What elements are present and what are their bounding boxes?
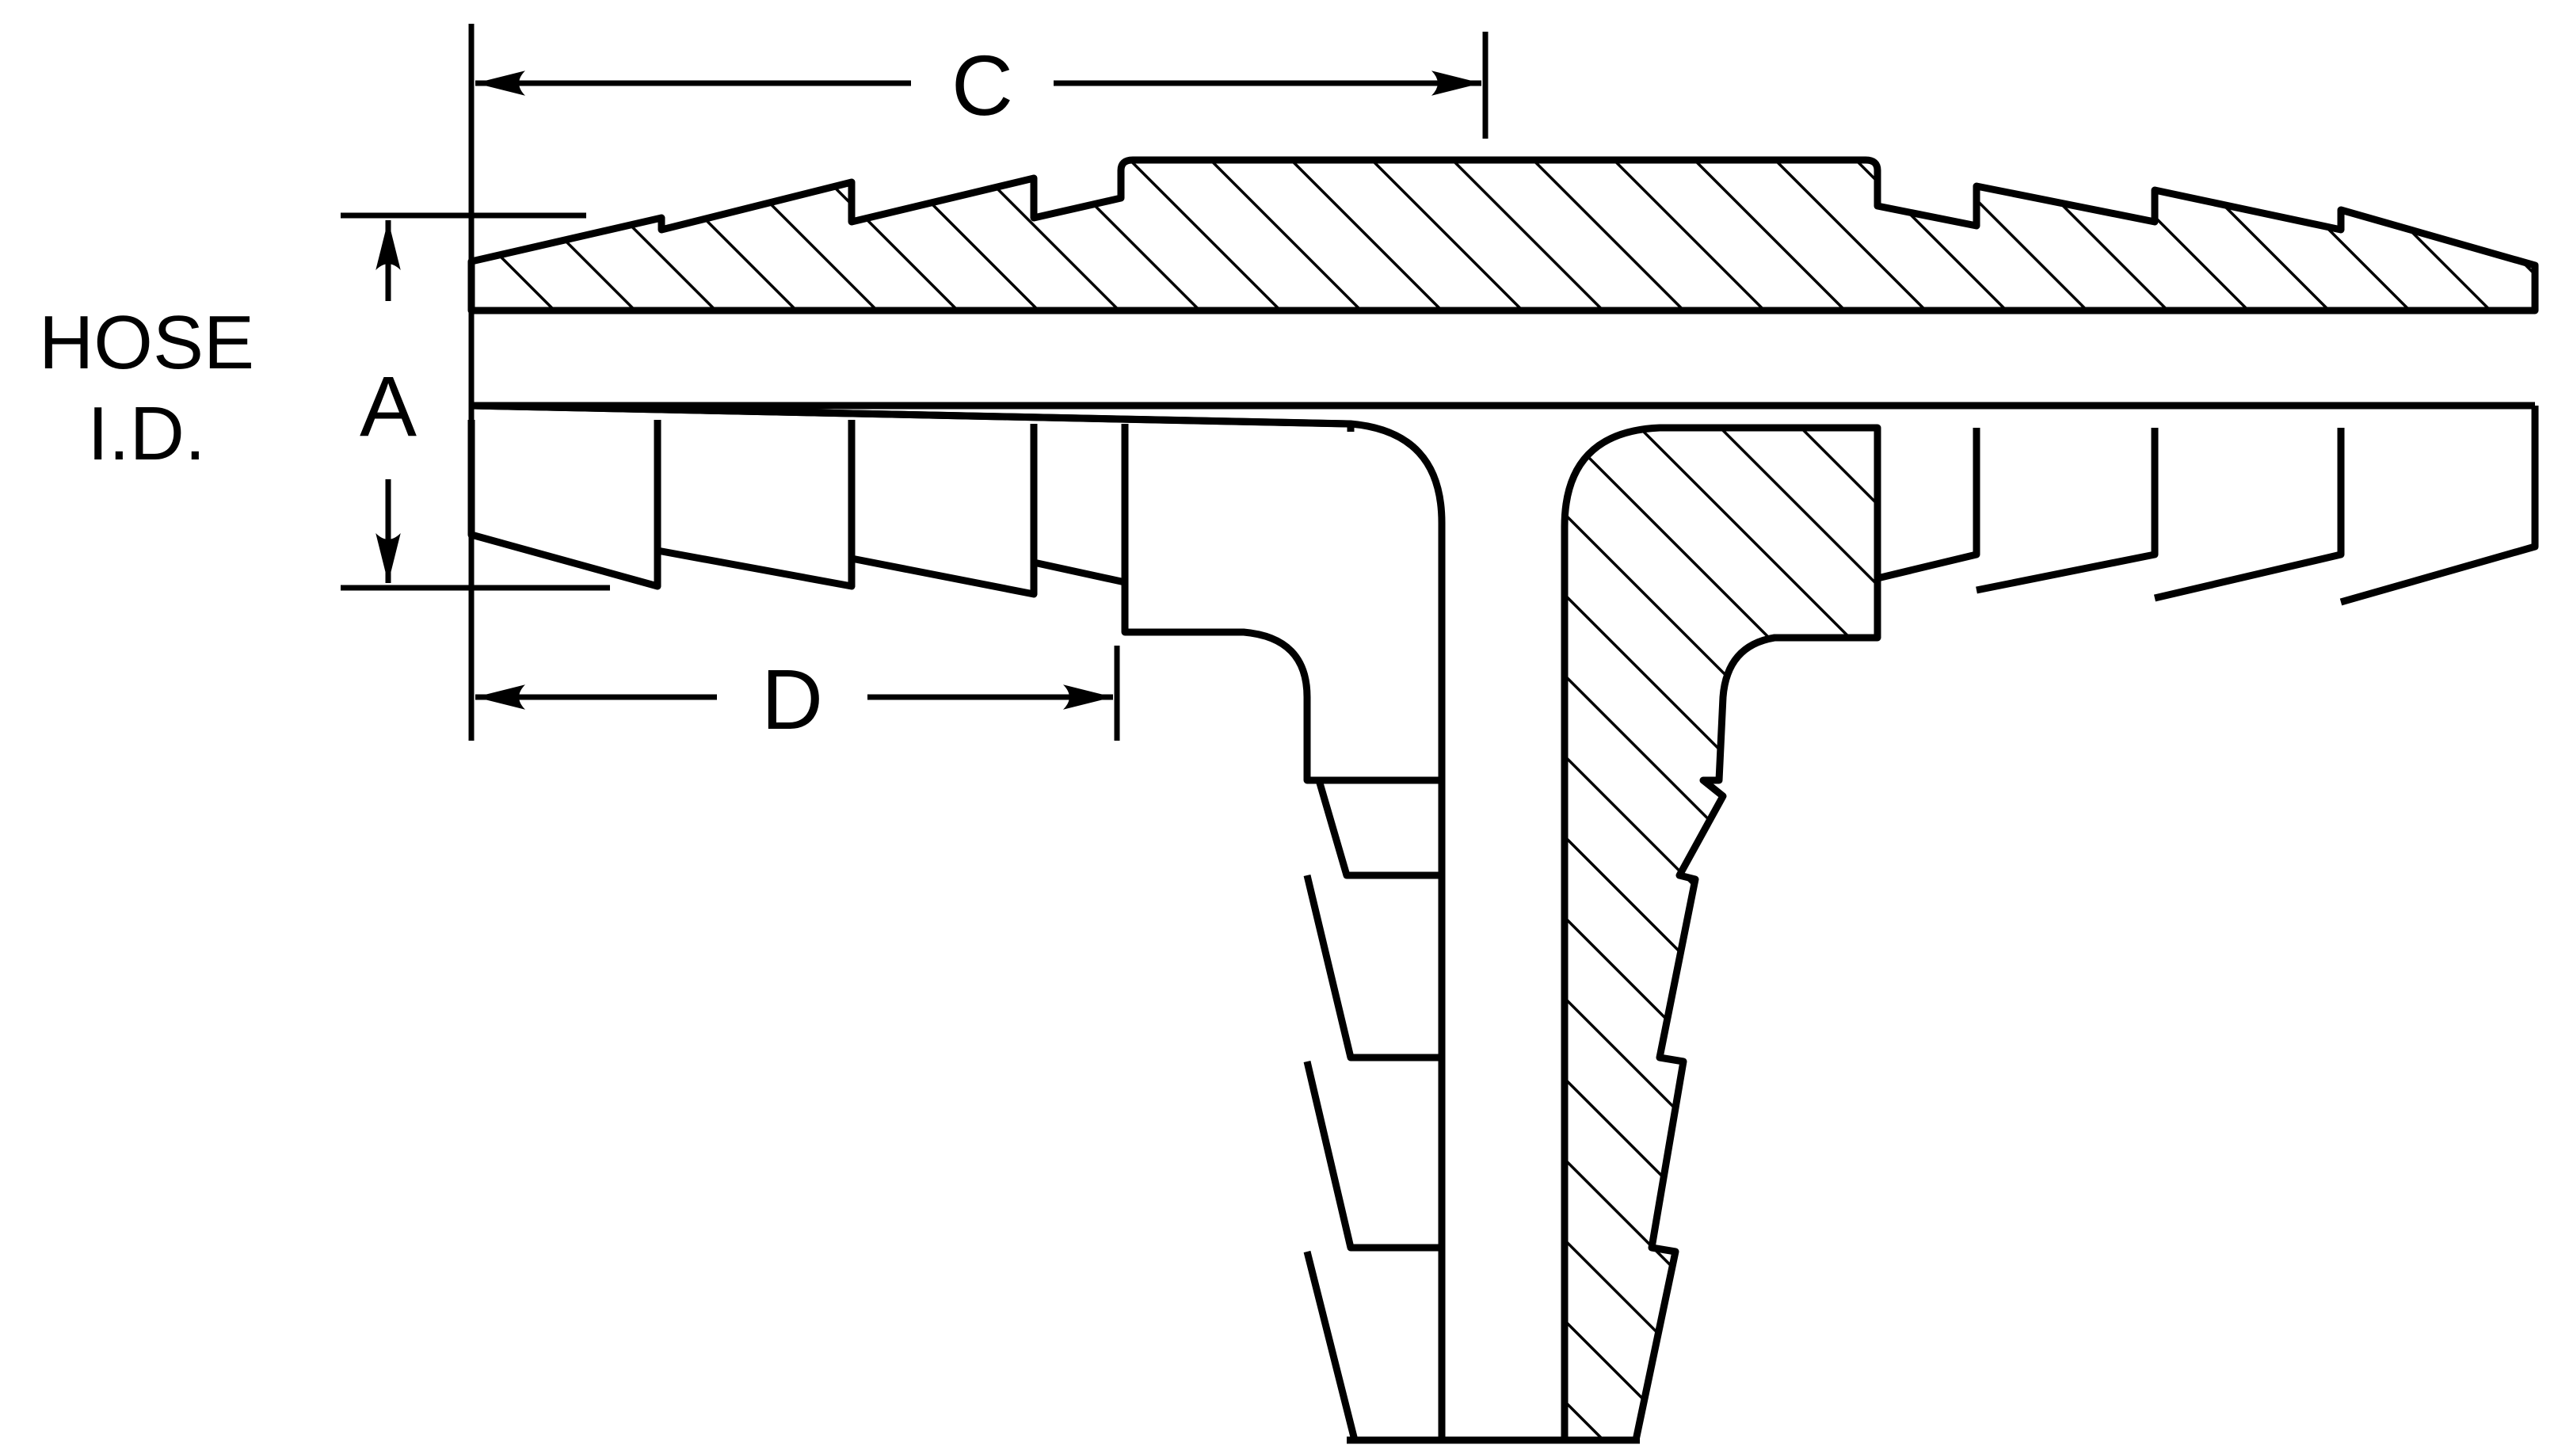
dim-d-label: D bbox=[761, 651, 823, 747]
top-wall-section bbox=[467, 156, 2539, 314]
right-branch-wall-section bbox=[1561, 424, 1881, 1444]
right-bottom-barbs bbox=[1874, 406, 2539, 606]
left-bottom-barbs bbox=[467, 402, 1355, 598]
hose-label-line1: HOSE bbox=[39, 300, 254, 385]
dim-a-label: A bbox=[360, 358, 417, 454]
left-elbow-contour bbox=[471, 402, 1446, 1440]
dim-c-label: C bbox=[951, 37, 1013, 133]
branch-left-barbs bbox=[1303, 779, 1442, 1444]
hose-label-line2: I.D. bbox=[87, 391, 205, 476]
